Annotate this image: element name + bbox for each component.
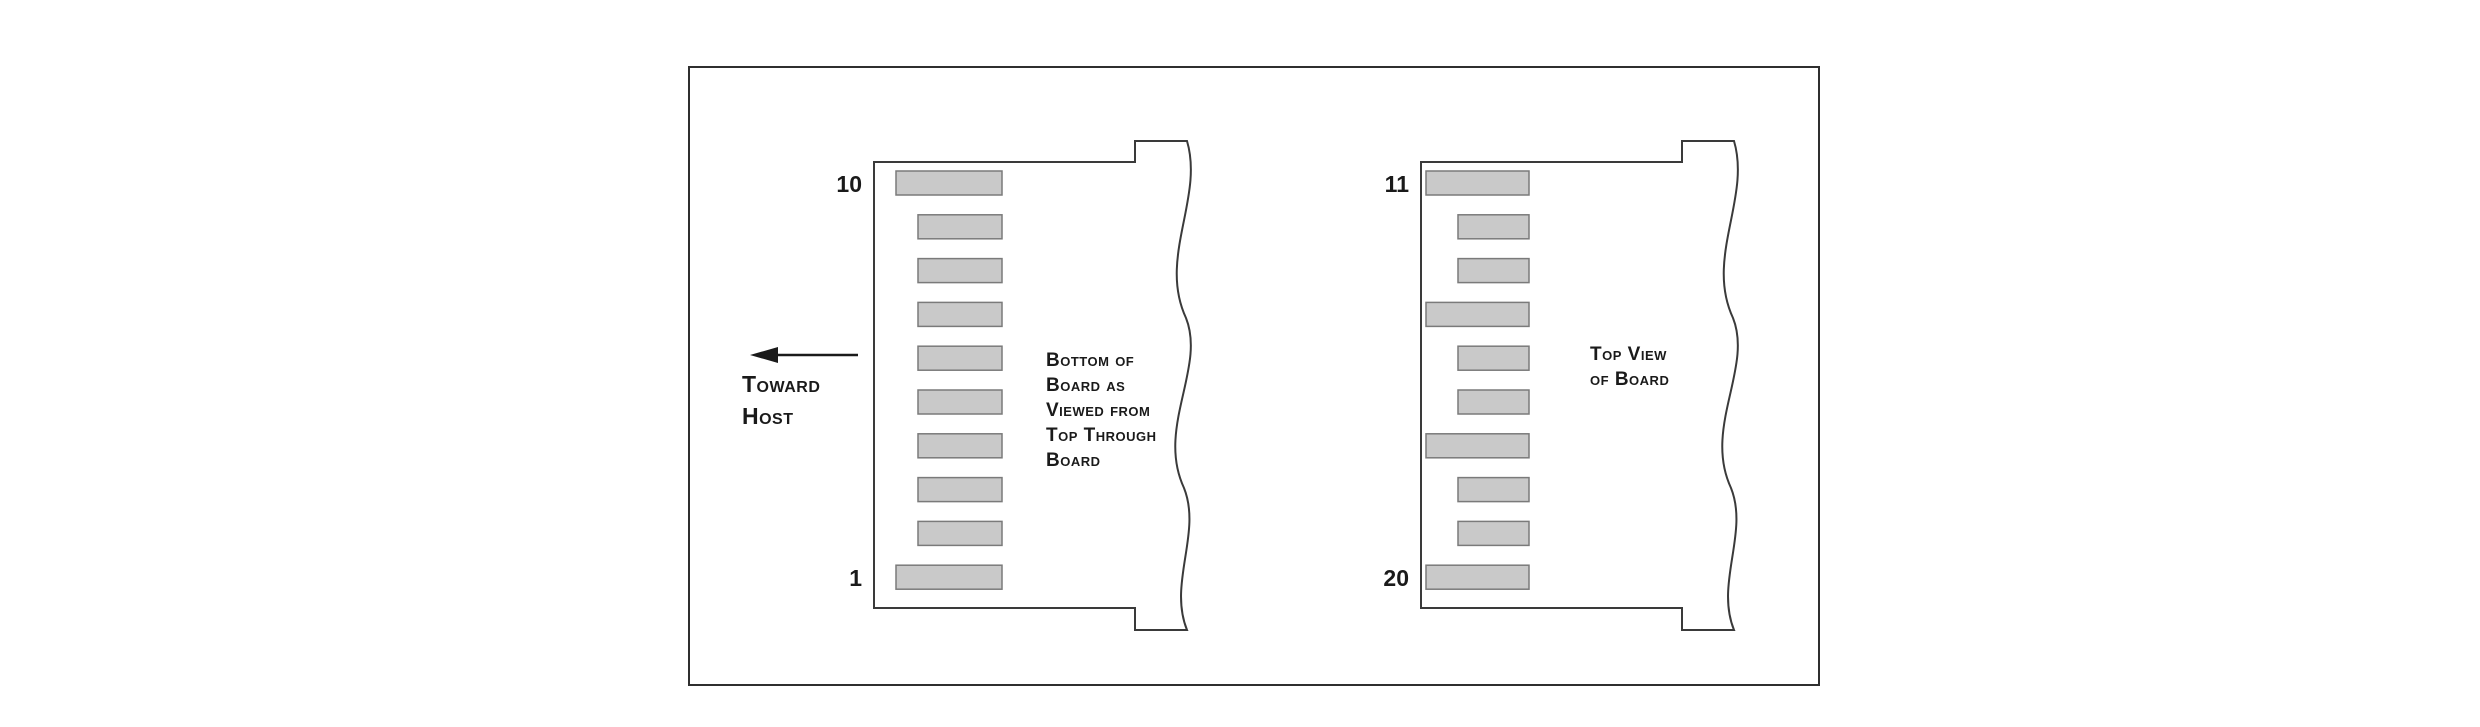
top-view-caption: Top View of Board [1590,344,1669,390]
connector-pad [1457,389,1530,415]
right-connector-pads [1425,170,1530,590]
left-arrow-icon [750,347,778,363]
top-view-caption-line: of Board [1590,369,1669,390]
connector-pad [1457,520,1530,547]
bottom-view-caption-line: Board as [1046,375,1125,396]
connector-pad [895,170,1003,196]
toward-host-label-line2: Host [742,403,794,429]
connector-pad [917,433,1003,459]
connector-pad [895,564,1003,590]
connector-pad [1457,345,1530,371]
pinout-diagram: Toward Host 10 1 Bottom of Board as View… [742,140,1739,631]
pin-label-11: 11 [1385,171,1410,197]
connector-pad [917,257,1003,284]
left-connector-pads [895,170,1003,590]
pin-label-20: 20 [1383,565,1409,591]
connector-pad [1457,257,1530,284]
bottom-view-caption-line: Top Through [1046,425,1157,446]
connector-pad [917,214,1003,240]
connector-pad [917,345,1003,371]
bottom-view-connector: 10 1 Bottom of Board as Viewed from Top … [836,140,1192,631]
connector-pad [1457,476,1530,503]
top-view-connector: 11 20 Top View of Board [1383,140,1739,631]
connector-pad [1425,301,1530,328]
bottom-view-caption-line: Board [1046,450,1101,471]
pin-label-1: 1 [849,565,862,591]
connector-pad [917,389,1003,415]
connector-pad [1425,564,1530,590]
bottom-view-caption-line: Viewed from [1046,400,1150,421]
connector-pad [917,476,1003,503]
connector-pad [917,301,1003,328]
toward-host-label-line1: Toward [742,371,820,397]
toward-host-group: Toward Host [742,347,858,429]
connector-pad [1425,433,1530,459]
pin-label-10: 10 [836,171,862,197]
connector-pad [1425,170,1530,196]
connector-pad [1457,214,1530,240]
bottom-view-caption: Bottom of Board as Viewed from Top Throu… [1046,350,1157,471]
top-view-caption-line: Top View [1590,344,1667,365]
bottom-view-caption-line: Bottom of [1046,350,1134,371]
diagram-frame: Toward Host 10 1 Bottom of Board as View… [688,66,1820,686]
connector-pad [917,520,1003,547]
